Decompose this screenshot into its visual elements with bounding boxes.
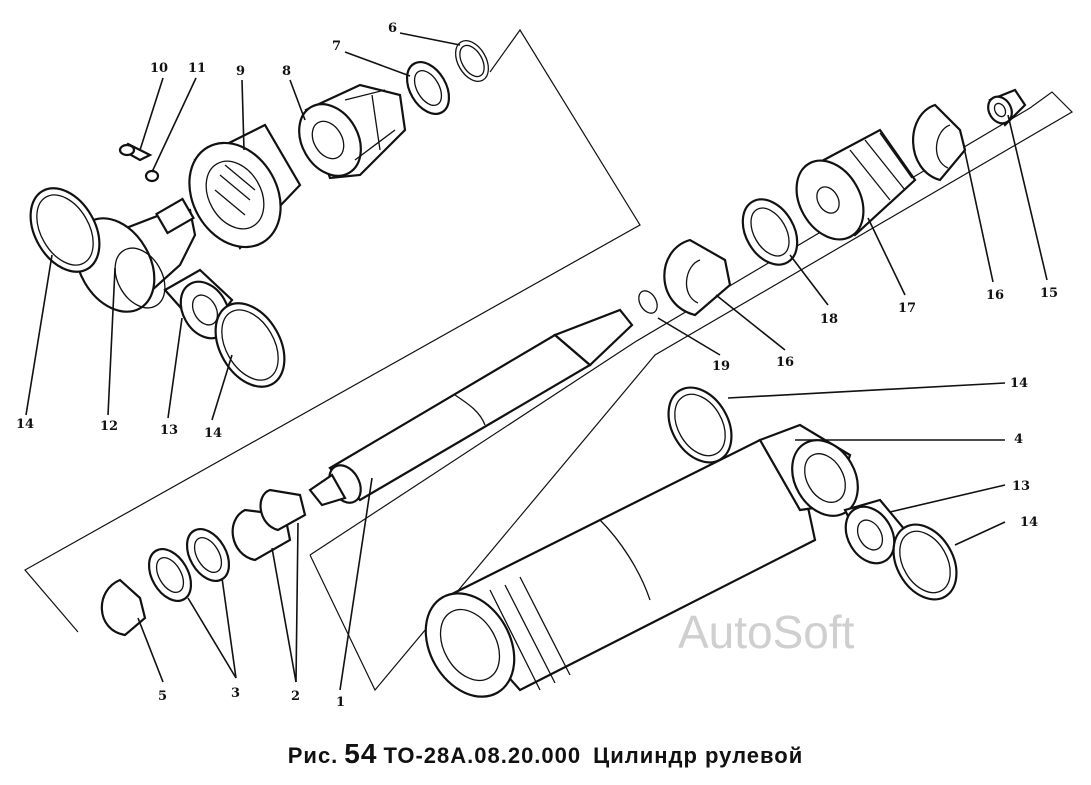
callout-5: 5 [158, 689, 167, 704]
part-4-cylinder [424, 423, 859, 698]
part-10-screw [118, 142, 153, 162]
part-13-bearing-left [163, 268, 234, 340]
callout-2: 2 [291, 689, 300, 704]
part-14-ring-bottom-right [892, 523, 958, 601]
figure-title: Цилиндр рулевой [593, 743, 804, 768]
callout-11: 11 [188, 61, 206, 76]
callout-14-b: 14 [204, 426, 222, 441]
callout-4: 4 [1014, 432, 1023, 447]
callout-15: 15 [1040, 286, 1058, 301]
part-7-washer [405, 61, 451, 115]
callout-17: 17 [898, 301, 916, 316]
part-15-nut [987, 88, 1027, 127]
callout-8: 8 [282, 64, 291, 79]
part-19-snap-ring [638, 290, 658, 314]
part-1-rod [308, 308, 634, 507]
part-6-retaining-ring [454, 40, 490, 82]
callout-10: 10 [150, 61, 168, 76]
part-14-ring-top-right [667, 386, 733, 464]
callout-12: 12 [100, 419, 118, 434]
watermark: AutoSoft [678, 606, 855, 658]
callout-14-c: 14 [1010, 376, 1028, 391]
callout-16-b: 16 [776, 355, 794, 370]
callout-3: 3 [231, 686, 240, 701]
part-16-half-ring-center [663, 238, 732, 317]
figure-number: 54 [344, 738, 378, 769]
part-14-ring-middle [214, 302, 286, 388]
part-3-rings [147, 528, 231, 602]
part-8-gland [298, 83, 407, 180]
part-17-piston [795, 128, 917, 241]
callout-1: 1 [336, 695, 345, 710]
callout-14-d: 14 [1020, 515, 1038, 530]
part-5-half-ring [100, 578, 147, 637]
callout-13-a: 13 [160, 423, 178, 438]
callout-6: 6 [388, 21, 397, 36]
callout-labels: 10 11 9 8 7 6 14 12 13 14 15 16 17 18 16… [16, 21, 1058, 710]
callout-18: 18 [820, 312, 838, 327]
part-2-clamps [231, 488, 307, 562]
callout-9: 9 [236, 64, 245, 79]
callout-14-a: 14 [16, 417, 34, 432]
callout-16-a: 16 [986, 288, 1004, 303]
leader-lines [25, 32, 1048, 691]
callout-7: 7 [332, 39, 341, 54]
part-16-half-ring-right [912, 103, 967, 182]
part-14-ring-left [29, 187, 101, 273]
part-11-lock-washer [144, 169, 160, 183]
callout-19: 19 [712, 359, 730, 374]
figure-prefix: Рис. [287, 743, 339, 768]
part-13-bearing-right [843, 498, 907, 565]
callout-13-b: 13 [1012, 479, 1030, 494]
part-9-nut [188, 123, 302, 250]
figure-code: ТО-28А.08.20.000 [383, 743, 582, 768]
part-18-ring [741, 198, 799, 266]
